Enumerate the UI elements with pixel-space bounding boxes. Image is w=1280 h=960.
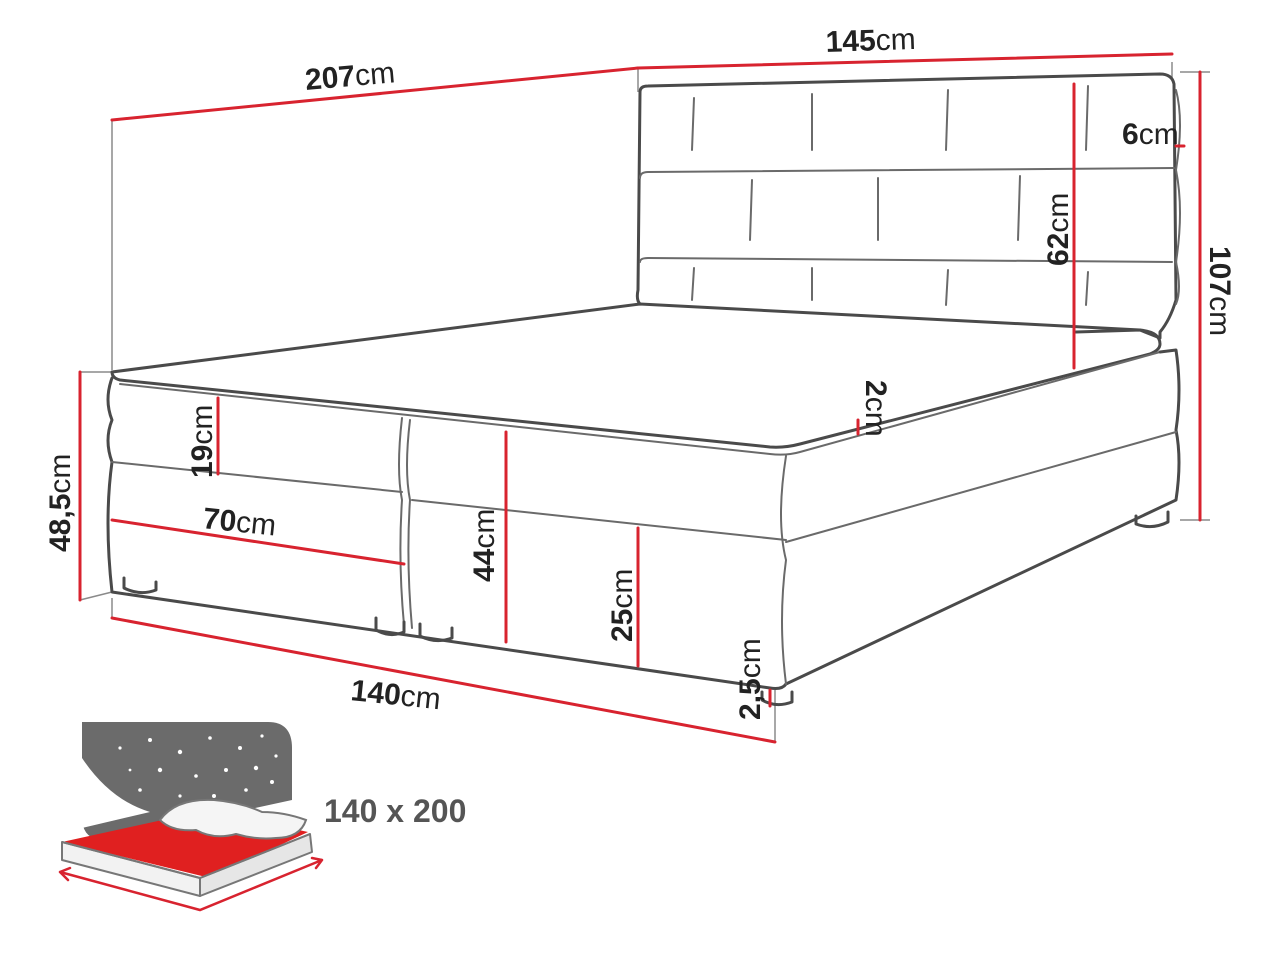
- sleeping-area-icon: [58, 722, 324, 912]
- guide-lines: [79, 62, 1210, 742]
- dim-line-length: [110, 66, 640, 122]
- label-total-height: 107cm: [1203, 246, 1236, 336]
- stars-icon: [96, 734, 278, 802]
- label-box-height: 25cm: [606, 569, 639, 642]
- dimension-labels: 207cm 145cm 6cm 62cm 107cm 2cm 48,5cm 19…: [44, 23, 1236, 720]
- sleeping-area-label: 140 x 200: [324, 793, 466, 829]
- label-base-height: 48,5cm: [44, 454, 77, 552]
- headboard: [635, 72, 1181, 340]
- label-headboard-height: 62cm: [1042, 193, 1075, 266]
- pillow-icon: [158, 798, 308, 840]
- mattress: [110, 302, 1162, 456]
- dimension-lines: [78, 52, 1202, 744]
- label-top-section: 19cm: [186, 405, 219, 478]
- label-topper: 2cm: [859, 380, 892, 437]
- label-headboard-tile: 6cm: [1122, 118, 1179, 151]
- dim-line-box-width: [110, 518, 406, 566]
- label-headboard-width: 145cm: [825, 23, 916, 59]
- label-box-width: 70cm: [201, 502, 277, 542]
- dim-line-headboard-width: [636, 52, 1174, 70]
- label-foot-height: 2,5cm: [734, 638, 767, 720]
- label-width: 140cm: [349, 674, 442, 716]
- dim-line-width: [110, 616, 777, 744]
- label-length: 207cm: [304, 56, 397, 97]
- label-mattress-height: 44cm: [468, 509, 501, 582]
- box-base: [106, 348, 1181, 707]
